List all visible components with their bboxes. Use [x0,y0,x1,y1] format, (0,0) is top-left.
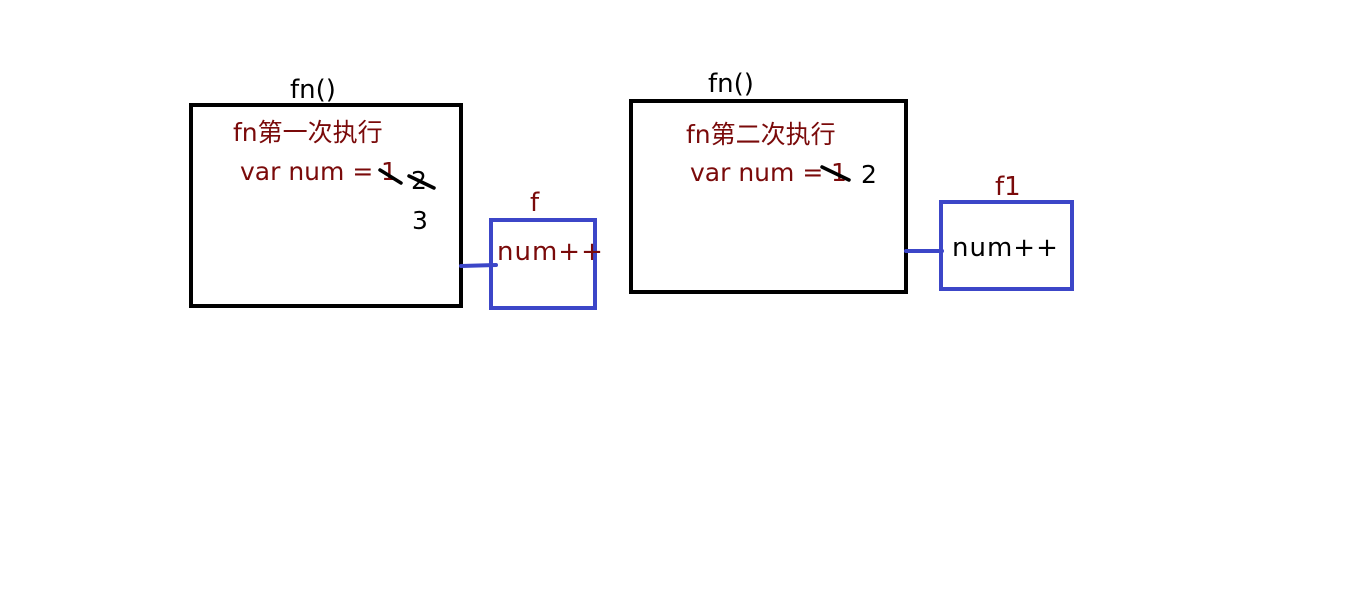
left-fn-title: fn() [290,75,336,105]
left-closure-body: num++ [497,237,604,267]
right-closure-box [939,200,1074,291]
right-value-1-struck: 1 [831,158,847,187]
right-frame-heading: fn第二次执行 [686,120,836,149]
right-var-declaration: var num = [690,158,824,187]
left-closure-name: f [530,188,540,218]
right-execution-frame [629,99,908,294]
right-value-2: 2 [861,160,877,189]
right-closure-name: f1 [995,172,1021,202]
right-closure-body: num++ [952,233,1059,263]
left-var-declaration: var num = [240,157,374,186]
right-fn-title: fn() [708,69,754,99]
left-frame-heading: fn第一次执行 [233,118,383,147]
left-execution-frame [189,103,463,308]
left-value-1-struck: 1 [381,157,397,186]
left-value-2-struck: 2 [411,166,427,195]
left-value-3: 3 [412,206,428,235]
